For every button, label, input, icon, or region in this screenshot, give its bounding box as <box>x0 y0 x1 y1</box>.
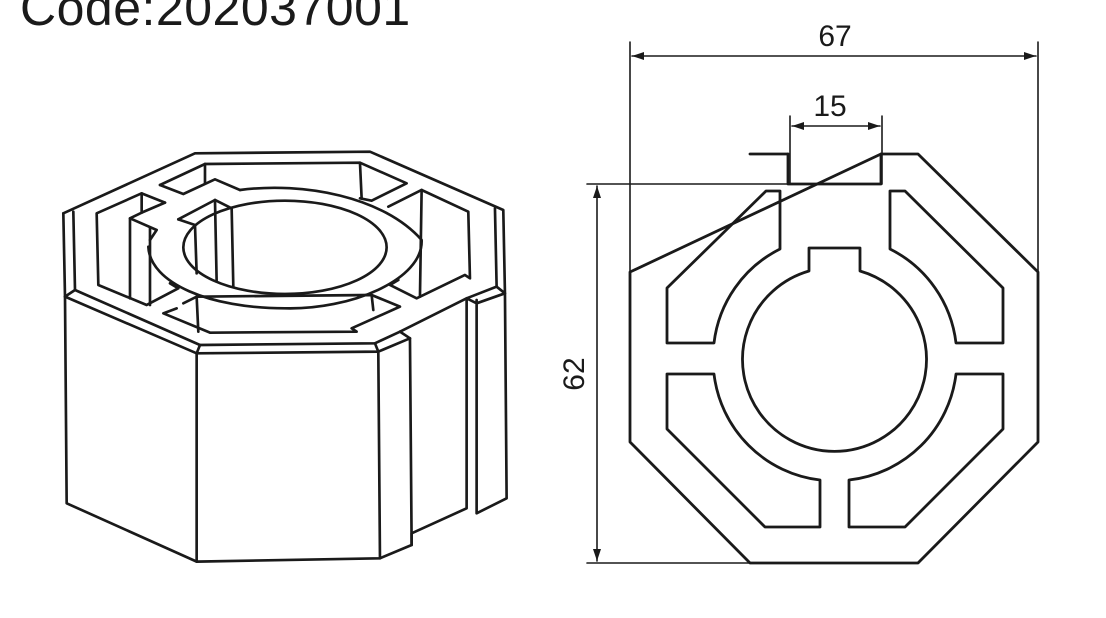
dimension-height-label: 62 <box>558 357 591 390</box>
dimension-height <box>586 183 791 564</box>
cavity-bottom-right <box>847 372 1005 529</box>
dimension-width-label: 67 <box>818 20 851 53</box>
cavity-top-right <box>888 189 1005 345</box>
front-view <box>628 152 1040 565</box>
cavity-top-left <box>665 189 782 345</box>
dimension-notch-label: 15 <box>813 90 846 123</box>
dimension-notch <box>789 115 883 185</box>
product-code-title: Code:202037001 <box>20 0 411 36</box>
outer-profile <box>628 152 1040 565</box>
bore-with-keyway <box>741 246 928 453</box>
dimension-width <box>629 41 1039 273</box>
cavity-bottom-left <box>665 372 822 529</box>
top-notch <box>786 152 883 186</box>
isometric-view <box>61 150 508 563</box>
